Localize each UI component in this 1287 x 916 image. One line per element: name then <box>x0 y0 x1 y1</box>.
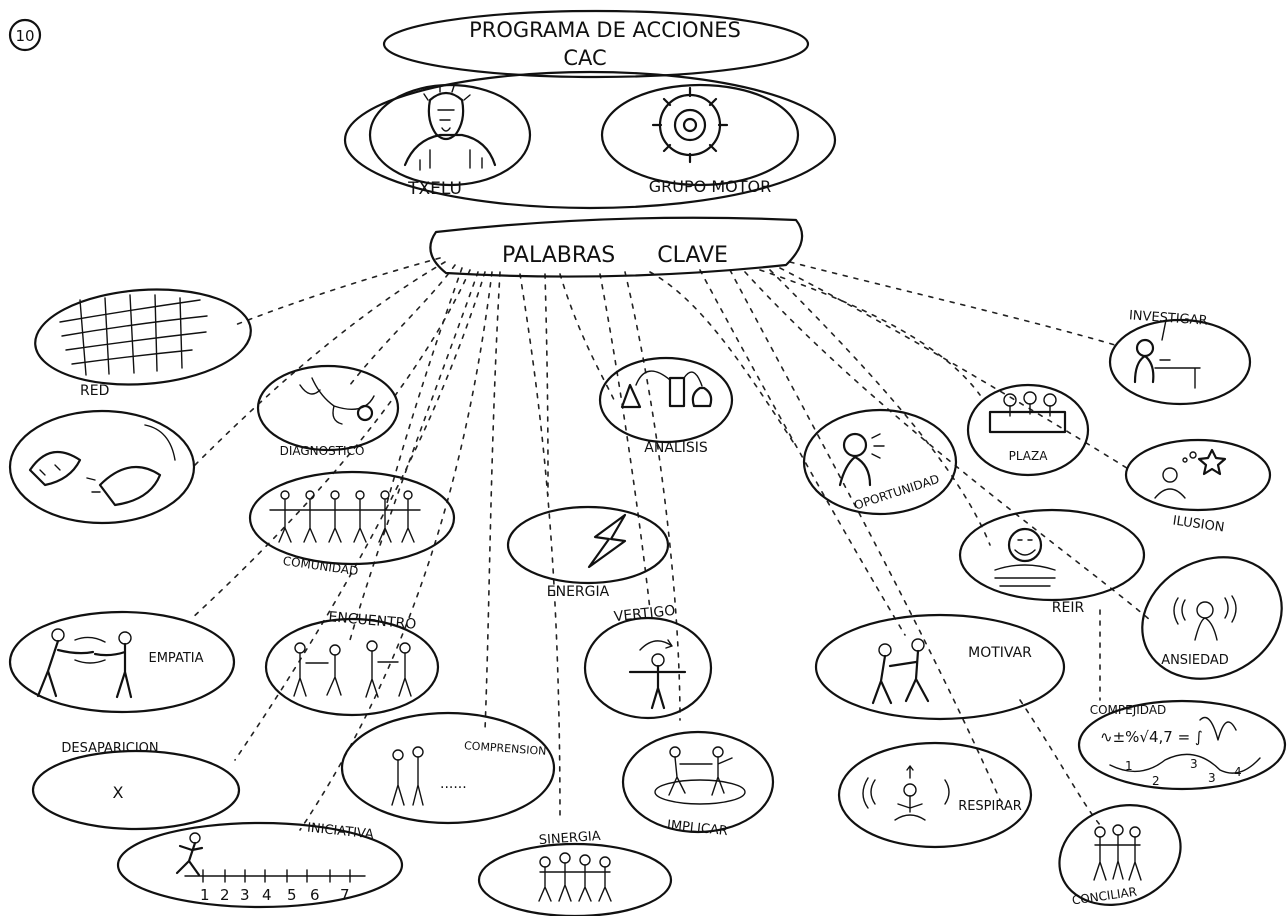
connectors <box>189 257 1151 831</box>
lightning-icon <box>587 513 627 569</box>
hub-bubble: PALABRAS CLAVE <box>429 216 804 278</box>
keyword-label-vertigo: VERTIGO <box>613 603 676 625</box>
keyword-label-reir: REIR <box>1052 600 1085 616</box>
shout-icon <box>838 432 885 487</box>
person-icon <box>403 85 497 171</box>
gear-icon <box>651 86 729 164</box>
spinning-person-icon <box>628 639 687 710</box>
keyword-label-desaparicion: DESAPARICION <box>61 741 158 756</box>
svg-text:3: 3 <box>240 886 250 904</box>
formula-text: ∿±%√4,7 = ∫ <box>1100 728 1203 746</box>
keyword-encuentro: ENCUENTRO <box>264 609 440 717</box>
keyword-vertigo: VERTIGO <box>583 603 713 720</box>
svg-text:6: 6 <box>310 886 320 904</box>
keyword-label-analisis: ANALISIS <box>644 440 708 456</box>
title-line2: CAC <box>563 46 606 70</box>
keyword-iniciativa: 1 2 3 4 5 6 7 INICIATIVA <box>116 821 404 909</box>
hugging-people-icon <box>1093 824 1142 881</box>
plug-icon <box>28 424 176 507</box>
keyword-label-comprension: COMPRENSION <box>464 739 547 758</box>
scale-numbers: 1 2 3 4 5 6 7 <box>200 886 350 904</box>
keyword-label-sinergia: SINERGIA <box>538 829 601 848</box>
keyword-comprension: ...... COMPRENSION <box>340 711 556 825</box>
ellipsis-dots: ...... <box>440 776 467 792</box>
meeting-people-icon <box>293 640 412 698</box>
talking-people-icon: ...... <box>391 746 467 806</box>
keyword-complejidad: ∿±%√4,7 = ∫ 1 2 3 3 4 COMPEJIDAD <box>1077 699 1287 791</box>
plaza-icon <box>988 391 1067 434</box>
keyword-motivar: MOTIVAR <box>814 613 1066 721</box>
dancers-icon <box>654 746 746 805</box>
keyword-analisis: ANALISIS <box>598 356 734 456</box>
stethoscope-icon <box>299 377 375 425</box>
keyword-label-diagnostico: DIAGNOSTICO <box>280 444 365 458</box>
meditation-icon <box>862 765 950 821</box>
keyword-sinergia: SINERGIA <box>477 829 673 916</box>
keyword-label-plaza: PLAZA <box>1009 449 1049 463</box>
svg-text:2: 2 <box>220 886 230 904</box>
title-line1: PROGRAMA DE ACCIONES <box>469 18 741 42</box>
runner-icon <box>175 832 366 883</box>
formula-step-3b: 3 <box>1208 771 1216 785</box>
keyword-reir: REIR <box>958 508 1146 616</box>
microscope-icon <box>1133 319 1201 389</box>
keyword-desaparicion: X DESAPARICION <box>31 741 241 831</box>
keyword-investigar: INVESTIGAR <box>1108 308 1252 406</box>
keyword-label-iniciativa: INICIATIVA <box>306 821 374 843</box>
svg-text:4: 4 <box>262 886 272 904</box>
keyword-label-investigar: INVESTIGAR <box>1128 308 1208 328</box>
sheet-number: 10 <box>8 18 42 52</box>
formula-step-1: 1 <box>1125 759 1133 773</box>
group-push-icon <box>538 852 612 902</box>
formula-icon: ∿±%√4,7 = ∫ 1 2 3 3 4 <box>1100 716 1261 788</box>
keyword-label-energia: ENERGIA <box>547 584 610 600</box>
keyword-label-encuentro: ENCUENTRO <box>328 609 417 633</box>
keyword-label-red: RED <box>80 383 109 399</box>
keyword-label-comunidad: COMUNIDAD <box>282 554 359 578</box>
anxious-person-icon <box>1173 595 1237 641</box>
keyword-implicar: IMPLICAR <box>621 730 775 839</box>
handshake-icon <box>36 628 133 699</box>
keyword-red: RED <box>34 288 252 399</box>
keyword-comunidad: COMUNIDAD <box>248 470 456 578</box>
keyword-label-complejidad: COMPEJIDAD <box>1090 703 1167 717</box>
keyword-ilusion: ILUSION <box>1124 438 1272 536</box>
keyword-energia: ENERGIA <box>506 505 670 600</box>
keyword-label-respirar: RESPIRAR <box>958 799 1022 814</box>
svg-text:10: 10 <box>15 27 34 45</box>
keyword-label-implicar: IMPLICAR <box>666 818 728 839</box>
svg-text:5: 5 <box>287 886 297 904</box>
laughing-face-icon <box>994 527 1056 587</box>
formula-step-4: 4 <box>1234 765 1242 779</box>
title-bubble: PROGRAMA DE ACCIONES CAC <box>382 9 810 79</box>
keyword-empatia: EMPATIA <box>8 610 236 714</box>
lab-flasks-icon <box>620 370 713 409</box>
keyword-label-ilusion: ILUSION <box>1172 513 1226 535</box>
formula-step-3: 3 <box>1190 757 1198 771</box>
keyword-label-motivar: MOTIVAR <box>968 645 1032 661</box>
actors-group: TXELU GRUPO MOTOR <box>343 70 837 210</box>
cross-mark-icon: X <box>113 783 124 802</box>
keyword-label-oportunidad: OPORTUNIDAD <box>852 472 941 513</box>
pushing-people-icon <box>871 638 930 705</box>
svg-text:1: 1 <box>200 886 210 904</box>
hub-label: PALABRAS CLAVE <box>502 243 728 268</box>
star-dream-icon <box>1154 448 1227 499</box>
formula-step-2: 2 <box>1152 774 1160 788</box>
keyword-plugs <box>8 409 196 525</box>
svg-text:7: 7 <box>340 886 350 904</box>
keyword-label-ansiedad: ANSIEDAD <box>1161 653 1229 668</box>
keyword-diagnostico: DIAGNOSTICO <box>256 364 400 458</box>
keyword-label-empatia: EMPATIA <box>149 651 204 666</box>
net-icon <box>59 294 208 376</box>
people-chain-icon <box>269 490 421 543</box>
keyword-oportunidad: OPORTUNIDAD <box>802 408 958 516</box>
keyword-respirar: RESPIRAR <box>837 741 1033 849</box>
keyword-plaza: PLAZA <box>966 383 1090 477</box>
keyword-ansiedad: ANSIEDAD <box>1141 556 1283 680</box>
keyword-conciliar: CONCILIAR <box>1058 804 1182 908</box>
actor-label-grupo-motor: GRUPO MOTOR <box>649 177 771 196</box>
actor-label-txelu: TXELU <box>407 179 462 199</box>
